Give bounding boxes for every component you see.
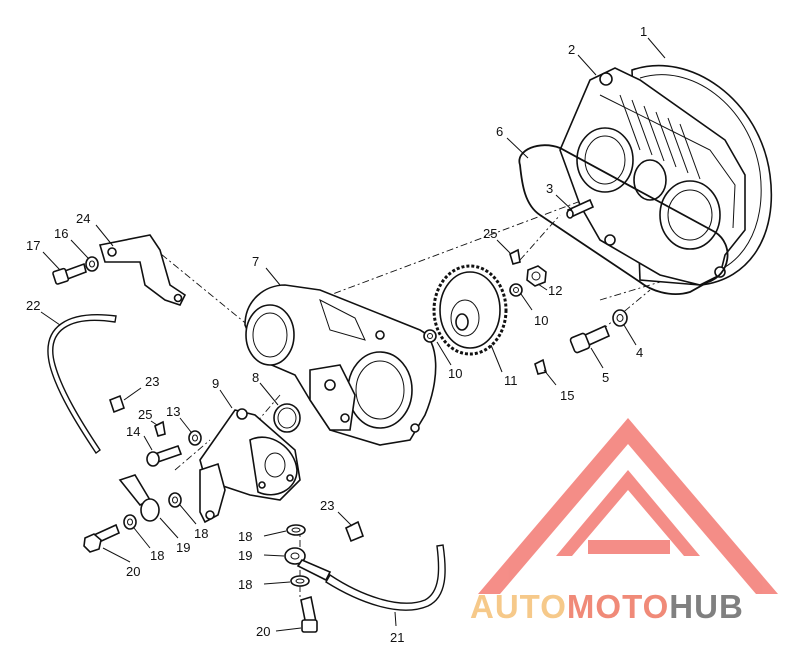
part-9-valve-housing xyxy=(199,408,301,524)
callout-19-left: 19 xyxy=(176,540,190,555)
watermark-logo xyxy=(478,418,778,594)
callout-15: 15 xyxy=(560,388,574,403)
part-8-o-ring xyxy=(273,403,301,433)
part-18-washer-left-lower xyxy=(123,514,137,530)
housing-ribs xyxy=(619,94,701,180)
part-16-washer xyxy=(85,256,99,272)
callout-7: 7 xyxy=(252,254,259,269)
callout-18-bottom-lower: 18 xyxy=(238,577,252,592)
callout-1: 1 xyxy=(640,24,647,39)
part-18-washer-bottom-top xyxy=(286,524,306,536)
part-18-washer-bottom-lower xyxy=(290,575,310,587)
part-23-clip-top xyxy=(109,394,125,414)
watermark-word-hub: HUB xyxy=(669,588,744,625)
callout-20-left: 20 xyxy=(126,564,140,579)
callout-4: 4 xyxy=(636,345,643,360)
callout-19-bottom: 19 xyxy=(238,548,252,563)
part-20-banjo-bolt-bottom xyxy=(300,595,318,633)
callout-10-bottom: 10 xyxy=(448,366,462,381)
callout-14: 14 xyxy=(126,424,140,439)
part-17-bolt xyxy=(52,262,87,285)
callout-6: 6 xyxy=(496,124,503,139)
callout-11: 11 xyxy=(504,373,518,388)
callout-24: 24 xyxy=(76,211,90,226)
callout-3: 3 xyxy=(546,181,553,196)
part-5-bolt xyxy=(569,324,611,354)
part-2-timing-housing xyxy=(559,67,746,286)
callout-25-left: 25 xyxy=(138,407,152,422)
part-4-washer xyxy=(612,309,628,327)
part-23-clip-bottom xyxy=(344,520,365,543)
callout-10-top: 10 xyxy=(534,313,548,328)
part-24-bracket xyxy=(98,234,187,306)
watermark-word-moto: MOTO xyxy=(567,588,669,625)
part-22-hose xyxy=(47,314,117,455)
callout-12: 12 xyxy=(548,283,562,298)
part-10-washer-bottom xyxy=(423,329,437,343)
part-19-relief-valve xyxy=(118,474,160,522)
part-21-hose xyxy=(325,544,446,611)
callout-21: 21 xyxy=(390,630,404,645)
part-25-key-top xyxy=(509,248,521,265)
part-20-banjo-bolt-left xyxy=(83,523,121,553)
watermark-text: AUTOMOTOHUB xyxy=(470,588,744,625)
part-3-dowel-pin xyxy=(566,198,595,219)
part-14-bolt xyxy=(146,444,183,467)
callout-18-left-lower: 18 xyxy=(150,548,164,563)
watermark-inner-triangle-icon xyxy=(556,470,700,556)
callout-labels: 1 2 3 6 25 12 10 4 5 7 24 16 17 22 10 11… xyxy=(26,24,647,645)
part-11-gear xyxy=(432,264,508,356)
part-13-washer xyxy=(188,430,202,446)
callout-5: 5 xyxy=(602,370,609,385)
callout-23-bottom: 23 xyxy=(320,498,334,513)
part-10-washer-top xyxy=(509,283,523,297)
part-15-key xyxy=(534,358,547,375)
callout-9: 9 xyxy=(212,376,219,391)
callout-13: 13 xyxy=(166,404,180,419)
watermark-bar-icon xyxy=(588,540,670,554)
leader-lines xyxy=(40,37,666,632)
callout-23-left: 23 xyxy=(145,374,159,389)
callout-25-top: 25 xyxy=(483,226,497,241)
part-25-key-left xyxy=(154,420,166,437)
callout-18-left-upper: 18 xyxy=(194,526,208,541)
callout-17: 17 xyxy=(26,238,40,253)
callout-2: 2 xyxy=(568,42,575,57)
watermark-word-auto: AUTO xyxy=(470,588,567,625)
part-19-banjo-fitting xyxy=(284,547,332,582)
watermark-triangle-icon xyxy=(478,418,778,594)
part-7-pump-body xyxy=(244,284,437,446)
callout-18-bottom-upper: 18 xyxy=(238,529,252,544)
callout-22: 22 xyxy=(26,298,40,313)
part-18-washer-left xyxy=(168,492,182,508)
callout-20-bottom: 20 xyxy=(256,624,270,639)
callout-16: 16 xyxy=(54,226,68,241)
part-12-nut xyxy=(526,265,547,287)
part-6-gasket xyxy=(518,144,729,295)
callout-8: 8 xyxy=(252,370,259,385)
